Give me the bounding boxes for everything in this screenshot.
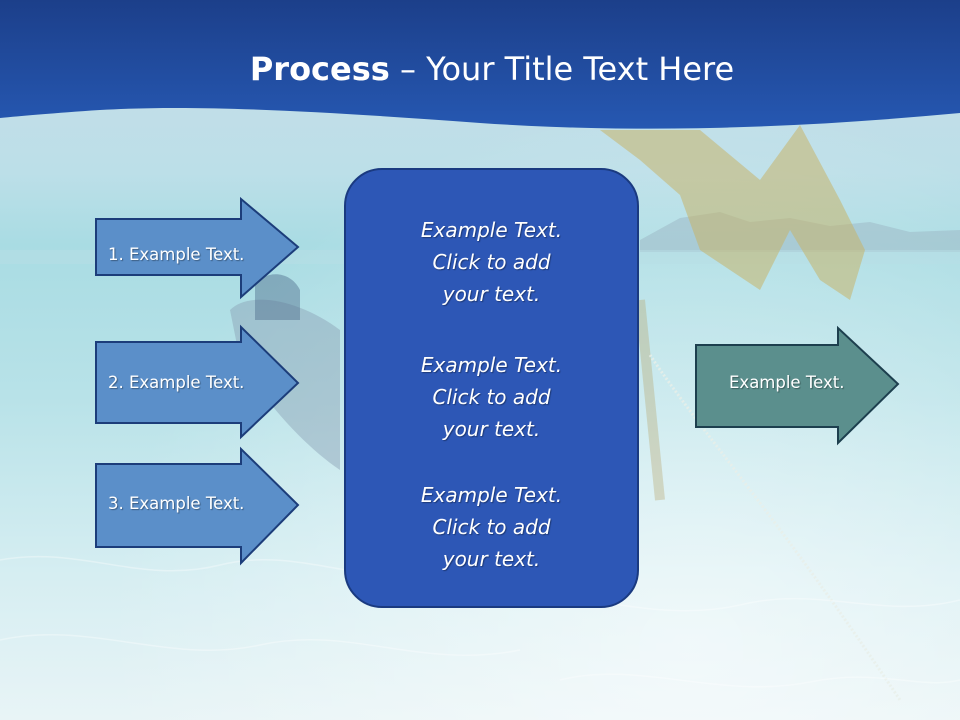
left-arrow-2-label: 2. Example Text. bbox=[108, 373, 245, 392]
title-rest-part: – Your Title Text Here bbox=[389, 50, 735, 88]
title-bold-part: Process bbox=[249, 50, 390, 88]
left-arrow-3-label: 3. Example Text. bbox=[108, 494, 245, 513]
center-paragraph-1: Example Text. Click to add your text. bbox=[420, 218, 563, 306]
center-paragraph-2: Example Text. Click to add your text. bbox=[420, 353, 563, 441]
center-paragraph-3: Example Text. Click to add your text. bbox=[420, 483, 563, 571]
left-arrow-2[interactable] bbox=[95, 324, 300, 440]
right-arrow[interactable] bbox=[695, 325, 900, 446]
center-text-box[interactable]: Example Text. Click to add your text. Ex… bbox=[344, 168, 639, 608]
left-arrow-3[interactable] bbox=[95, 446, 300, 566]
slide-title: Process – Your Title Text Here bbox=[0, 50, 960, 88]
left-arrow-1[interactable] bbox=[95, 196, 300, 300]
header-band bbox=[0, 0, 960, 129]
left-arrow-1-label: 1. Example Text. bbox=[108, 245, 245, 264]
right-arrow-label: Example Text. bbox=[729, 373, 845, 392]
